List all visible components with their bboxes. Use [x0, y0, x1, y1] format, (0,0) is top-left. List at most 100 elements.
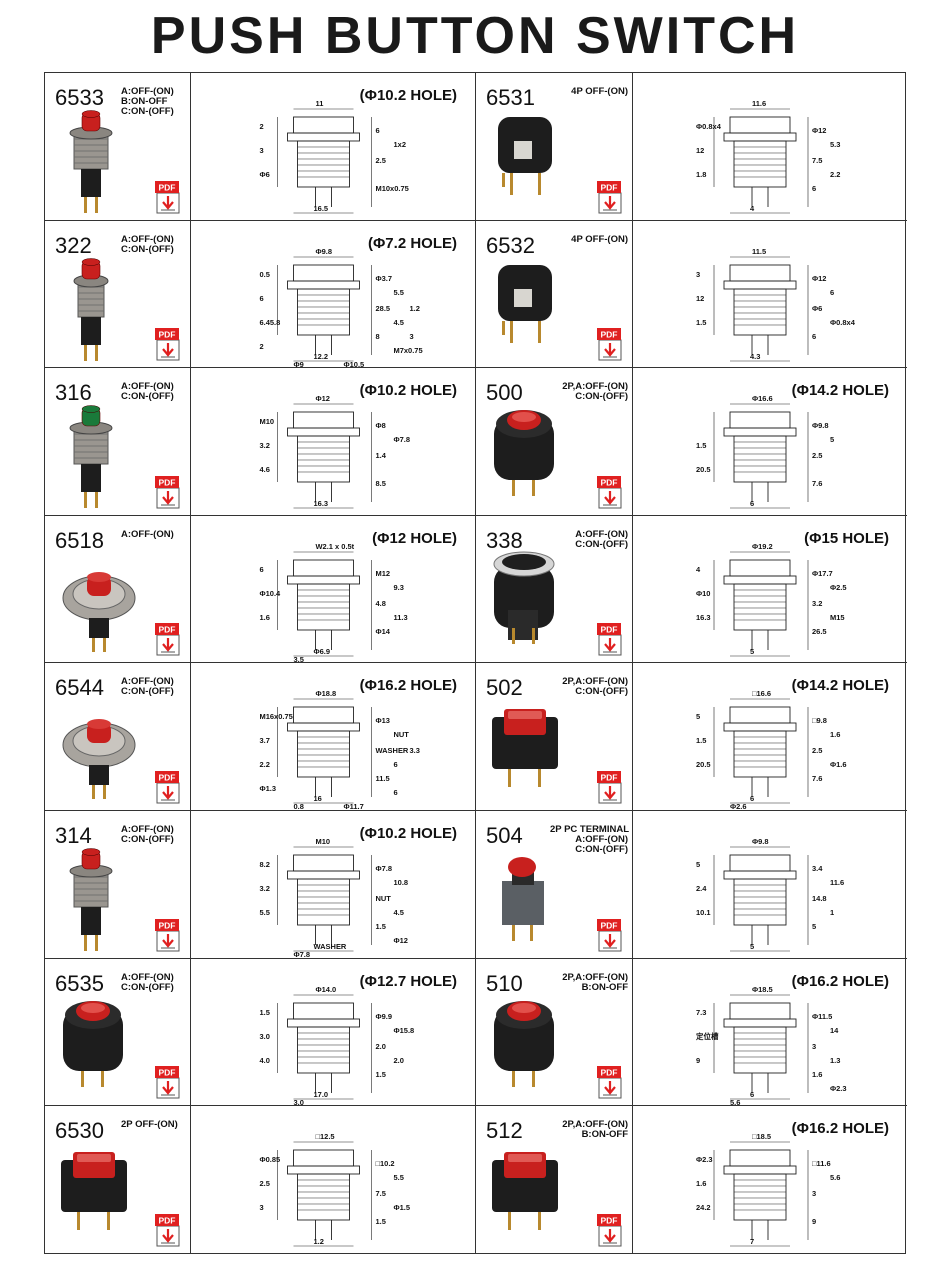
left-316-dimension-label: 1.4 [375, 451, 386, 460]
left-6544-drawing: Φ18.8Φ133.7WASHER1611.52.2NUTM16x0.7560.… [260, 689, 420, 811]
left-314-dimension-label: 8.2 [260, 860, 270, 869]
right-504-dimension-label: 2.4 [696, 884, 707, 893]
right-512-dimension-label: 5.6 [830, 1173, 840, 1182]
right-6532-dimension-label: 11.5 [752, 247, 766, 256]
left-6530-dimension-label: 1.2 [314, 1237, 324, 1246]
switch-modes: 2P,A:OFF-(ON) B:ON-OFF [562, 1119, 628, 1141]
left-6518-dimension-label: Φ10.4 [260, 589, 282, 598]
left-6518-dimension-label: 3.5 [294, 655, 304, 664]
right-504-pdf-download-icon[interactable]: PDF [597, 918, 625, 953]
left-6544-pdf-download-icon[interactable]: PDF [155, 770, 183, 805]
model-number: 338 [486, 527, 523, 553]
switch-modes: 2P OFF-(ON) [121, 1119, 178, 1131]
model-number: 314 [55, 823, 92, 848]
left-322-dimension-label: 6 [260, 294, 264, 303]
left-316-dimension-label: M10 [260, 417, 275, 426]
left-322-pdf-download-icon[interactable]: PDF [155, 328, 183, 362]
left-6533-dimension-label: 6 [375, 126, 379, 135]
model-number: 504 [486, 823, 523, 848]
right-500-pdf-download-icon[interactable]: PDF [597, 475, 625, 510]
left-322-dimension-label: M7x0.75 [393, 346, 422, 355]
hole-size: (Φ7.2 HOLE) [368, 234, 457, 252]
left-6530-dimension-label: 3 [260, 1203, 264, 1212]
switch-modes: A:OFF-(ON) C:ON-(OFF) [575, 528, 628, 550]
left-6533-dimension-label: 3 [260, 146, 264, 155]
left-6535-dimension-label: 3.0 [294, 1098, 304, 1107]
catalog-grid: 6 5 3 3 A:OFF-(ON) B:ON-OFF C:ON-(OFF) PDF (Φ1… [44, 72, 907, 1254]
switch-modes: 4P OFF-(ON) [571, 233, 628, 245]
right-338-dimension-label: 3.2 [812, 599, 822, 608]
left-6535-pdf-download-icon[interactable]: PDF [155, 1066, 183, 1100]
left-322-dimension-label: 28.5 [375, 304, 390, 313]
right-510-dimension-label: 3 [812, 1042, 816, 1051]
right-510-pdf-download-icon[interactable]: PDF [597, 1066, 625, 1100]
switch-modes: A:OFF-(ON) C:ON-(OFF) [121, 676, 174, 698]
right-512-dimension-label: □11.6 [812, 1159, 831, 1168]
pdf-label: PDF [159, 477, 176, 487]
left-314-pdf-download-icon[interactable]: PDF [155, 918, 183, 953]
right-502-dimension-label: 5 [696, 712, 700, 721]
left-6533-pdf-download-icon[interactable]: PDF [155, 180, 183, 215]
left-6530-pdf-download-icon[interactable]: PDF [155, 1213, 183, 1248]
right-502-photo [492, 709, 558, 788]
right-502-pdf-download-icon[interactable]: PDF [597, 770, 625, 805]
right-500-dimension-label: 2.5 [812, 451, 822, 460]
right-338-pdf-download-icon[interactable]: PDF [597, 623, 625, 657]
left-316-pdf-download-icon[interactable]: PDF [155, 475, 183, 510]
pdf-label: PDF [159, 182, 176, 192]
left-6544-dimension-label: Φ11.7 [343, 802, 363, 811]
right-500-dimension-label: 20.5 [696, 465, 711, 474]
left-6530-product-cell[interactable]: 6530 2P OFF-(ON) PDF [45, 1106, 191, 1254]
right-504-dimension-label: Φ9.8 [752, 837, 769, 846]
left-6533-dimension-label: Φ6 [260, 170, 270, 179]
left-6535-dimension-label: 2.0 [393, 1056, 403, 1065]
right-6532-dimension-label: Φ12 [812, 274, 826, 283]
right-500-drawing: Φ16.6Φ9.81.52.567.620.55 [696, 394, 834, 509]
left-314-dimension-label: M10 [316, 837, 331, 846]
right-504-dimension-label: 5 [696, 860, 700, 869]
left-316-dimension-label: 3.2 [260, 441, 270, 450]
right-338-product-cell[interactable]: 338 A:OFF-(ON) C:ON-(OFF) PDF [476, 515, 633, 664]
model-number: 6535 [55, 970, 104, 996]
model-number: 6530 [55, 1118, 104, 1144]
switch-modes: A:OFF-(ON) B:ON-OFF C:ON-(OFF) [121, 86, 174, 117]
pdf-label: PDF [601, 182, 618, 192]
left-6518-pdf-download-icon[interactable]: PDF [155, 623, 183, 657]
right-6532-pdf-download-icon[interactable]: PDF [597, 328, 625, 362]
left-6530-dimension-label: 1.5 [375, 1217, 385, 1226]
left-6518-dimension-label: 9.3 [393, 583, 403, 592]
right-338-dimension-label: 4 [696, 565, 701, 574]
right-502-dimension-label: 6 [750, 794, 754, 803]
right-510-dimension-label: 1.6 [812, 1070, 822, 1079]
right-6531-pdf-download-icon[interactable]: PDF [597, 180, 625, 215]
left-6533-dimension-label: 2 [260, 122, 264, 131]
left-322-dimension-label: 4.5 [393, 318, 403, 327]
right-502-dimension-label: 7.6 [812, 774, 822, 783]
right-338-photo [493, 551, 555, 644]
left-6518-dimension-label: W2.1 x 0.5t [316, 542, 355, 551]
model-number: 500 [486, 380, 523, 406]
right-512-pdf-download-icon[interactable]: PDF [597, 1213, 625, 1248]
left-6533-dimension-label: 2.5 [375, 156, 385, 165]
